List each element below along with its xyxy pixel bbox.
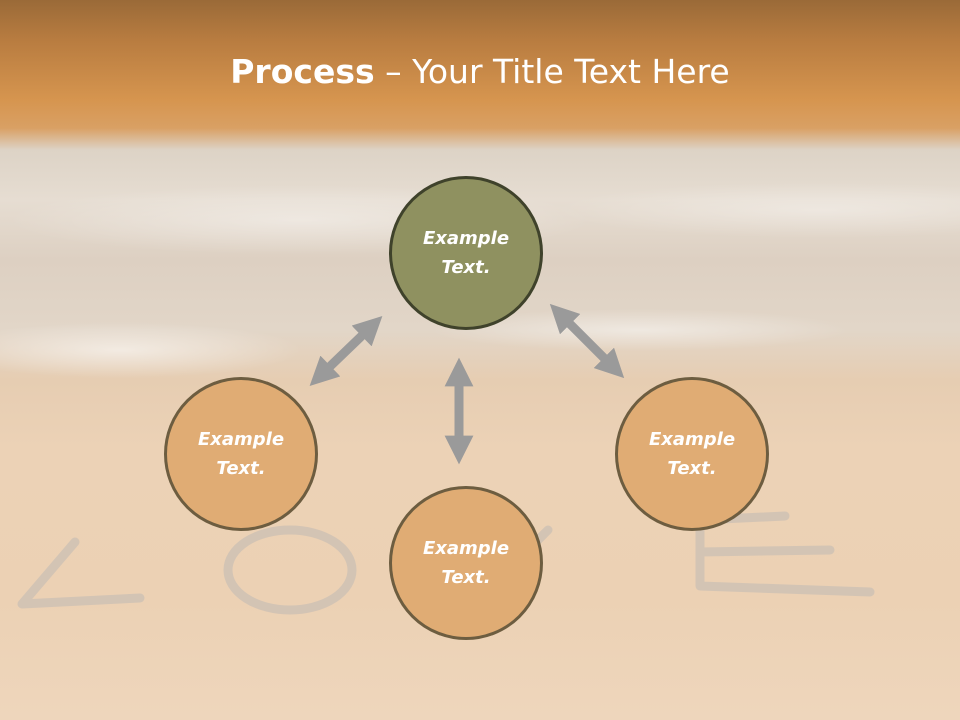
title-rest: – Your Title Text Here [374, 52, 730, 91]
node-left-text: Example Text. [198, 425, 284, 483]
node-bottom-line2: Text. [441, 567, 491, 588]
node-right-line2: Text. [667, 458, 717, 479]
node-top[interactable]: Example Text. [389, 176, 543, 330]
node-bottom[interactable]: Example Text. [389, 486, 543, 640]
node-right-text: Example Text. [649, 425, 735, 483]
slide-title: Process – Your Title Text Here [0, 52, 960, 91]
node-top-line2: Text. [441, 257, 491, 278]
node-bottom-text: Example Text. [423, 534, 509, 592]
title-bold: Process [230, 52, 375, 91]
node-left-line1: Example [197, 429, 285, 450]
node-top-line1: Example [422, 228, 510, 249]
node-right[interactable]: Example Text. [615, 377, 769, 531]
node-left[interactable]: Example Text. [164, 377, 318, 531]
node-right-line1: Example [648, 429, 736, 450]
node-bottom-line1: Example [422, 538, 510, 559]
node-top-text: Example Text. [423, 224, 509, 282]
node-left-line2: Text. [216, 458, 266, 479]
